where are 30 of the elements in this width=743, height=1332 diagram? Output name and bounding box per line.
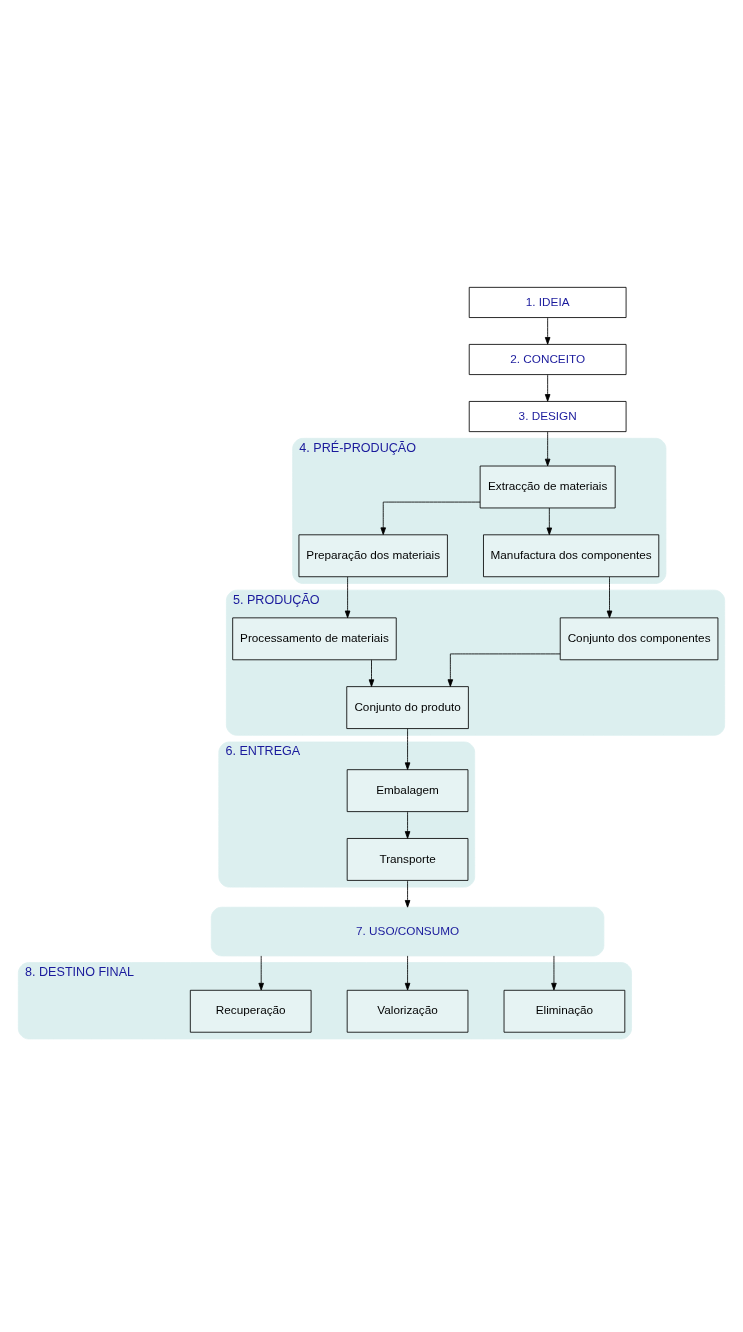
node-box: Recuperação	[189, 989, 312, 1033]
node-box: Conjunto do produto	[346, 685, 469, 729]
arrow	[404, 955, 411, 990]
node-box: Conjunto dos componentes	[559, 616, 719, 660]
arrow	[380, 501, 481, 535]
node-box: Preparação dos materiais	[298, 533, 448, 577]
arrow	[344, 576, 351, 618]
node-box: Manufactura dos componentes	[483, 533, 660, 577]
arrow	[258, 955, 264, 990]
node-box: Transporte	[346, 837, 469, 881]
arrow	[368, 658, 375, 687]
arrow	[606, 576, 613, 618]
arrow	[546, 507, 553, 535]
node-box: 1. IDEIA	[468, 286, 627, 318]
node-box: 2. CONCEITO	[468, 343, 627, 375]
node-box: Valorização	[346, 989, 469, 1033]
node-box: Extracção de materiais	[479, 465, 616, 508]
node-box: 3. DESIGN	[468, 400, 627, 432]
arrow	[404, 727, 411, 770]
arrow	[544, 373, 551, 402]
node-box: Embalagem	[346, 768, 469, 812]
node-box: Eliminação	[503, 989, 626, 1033]
arrow	[551, 955, 557, 990]
arrow	[544, 430, 551, 466]
arrow	[447, 653, 561, 687]
node-box: 7. USO/CONSUMO	[210, 906, 605, 956]
arrow	[404, 810, 411, 839]
arrow	[544, 316, 551, 345]
arrow	[404, 879, 411, 908]
node-box: Processamento de materiais	[232, 616, 397, 660]
